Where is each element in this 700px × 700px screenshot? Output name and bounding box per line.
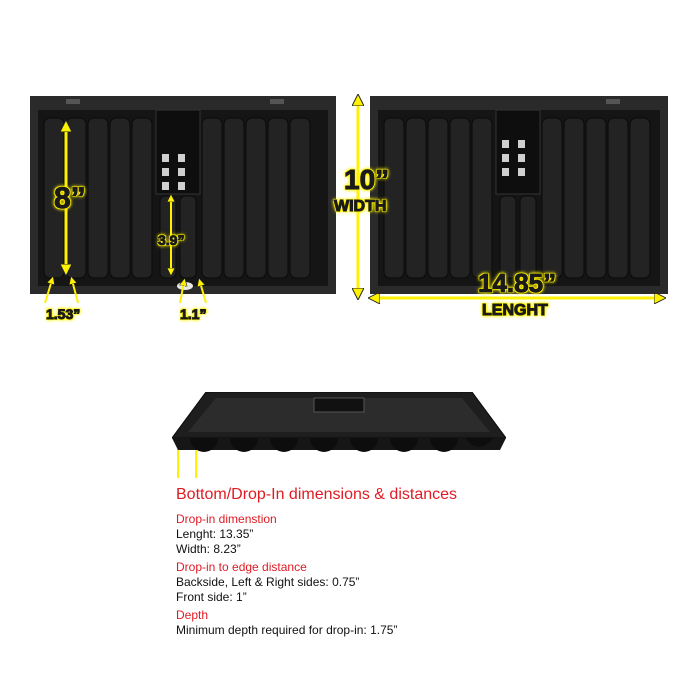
tray-perspective-illustration [172, 392, 506, 452]
length-14-85-label: 14.85” [477, 268, 557, 299]
tray-perspective-view [172, 392, 506, 464]
tray-back-illustration [370, 96, 668, 294]
tray-front-illustration [30, 96, 336, 294]
dropin-length-line: Lenght: 13.35” [176, 527, 254, 541]
depth-heading: Depth [176, 608, 209, 622]
length-caption: LENGHT [482, 302, 549, 320]
dropin-dimension-heading: Drop-in dimenstion [176, 512, 277, 526]
tray-back-view [370, 96, 668, 294]
edge-distance-label: 1.53” [45, 306, 81, 323]
dropin-width-line: Width: 8.23” [176, 542, 241, 556]
edge-sides-line: Backside, Left & Right sides: 0.75” [176, 575, 360, 589]
pocket-depth-label: 3.9” [157, 232, 185, 249]
tray-front-view [30, 96, 336, 294]
gap-distance-label: 1.1” [179, 306, 207, 323]
depth-line: Minimum depth required for drop-in: 1.75… [176, 623, 398, 637]
edge-distance-heading: Drop-in to edge distance [176, 560, 307, 574]
height-8-label: 8” [54, 182, 87, 216]
width-10-label: 10” [343, 164, 390, 196]
edge-front-line: Front side: 1” [176, 590, 247, 604]
dropin-title: Bottom/Drop-In dimensions & distances [176, 486, 458, 503]
width-caption: WIDTH [333, 198, 387, 216]
